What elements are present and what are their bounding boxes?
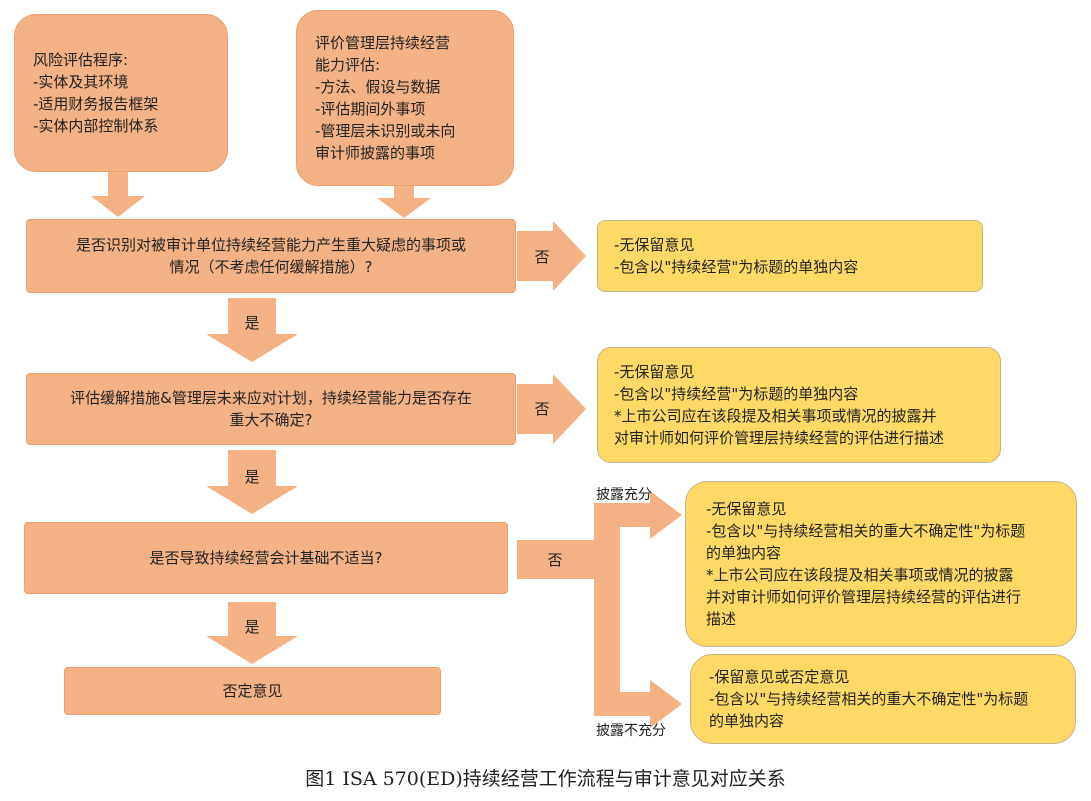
branch-arrow [517,491,682,728]
management-assessment-line: -评估期间外事项 [315,100,426,118]
result-3-line: 并对审计师如何评价管理层持续经营的评估进行 [706,588,1022,606]
no-arrow-1 [517,221,586,291]
result-3-line: 描述 [706,610,737,628]
yes-arrow-1 [206,298,298,362]
management-assessment-line: 审计师披露的事项 [315,144,436,162]
result-3-line: -包含以"与持续经营相关的重大不确定性"为标题 [706,522,1026,540]
management-assessment-line: -方法、假设与数据 [315,78,441,96]
question-2-no-label: 否 [534,400,550,418]
question-2-box: 评估缓解措施&管理层未来应对计划，持续经营能力是否存在 重大不确定? [26,373,516,445]
result-1-line: -包含以"持续经营"为标题的单独内容 [614,258,859,276]
result-1-line: -无保留意见 [614,236,695,254]
down-arrow-top-right [377,186,431,218]
result-3-line: 的单独内容 [706,544,782,562]
question-3-no-label: 否 [547,551,563,569]
result-3-line: -无保留意见 [706,500,787,518]
disclosure-inadequate-label: 披露不充分 [596,723,666,739]
question-1-box: 是否识别对被审计单位持续经营能力产生重大疑虑的事项或 情况（不考虑任何缓解措施）… [26,219,516,293]
question-1-line: 是否识别对被审计单位持续经营能力产生重大疑虑的事项或 [75,236,466,254]
question-1-no-label: 否 [534,248,550,266]
risk-assessment-item: -适用财务报告框架 [33,95,159,113]
risk-assessment-title: 风险评估程序: [33,51,129,69]
management-assessment-line: -管理层未识别或未向 [315,122,456,140]
down-arrow-top-left [91,172,145,217]
no-arrow-2 [517,374,586,444]
question-3-line: 是否导致持续经营会计基础不适当? [149,549,383,567]
result-2-box: -无保留意见 -包含以"持续经营"为标题的单独内容 *上市公司应在该段提及相关事… [597,347,1001,463]
question-1-line: 情况（不考虑任何缓解措施）? [169,258,373,276]
management-assessment-line: 评价管理层持续经营 [315,34,451,52]
result-3-box: -无保留意见 -包含以"与持续经营相关的重大不确定性"为标题 的单独内容 *上市… [685,481,1077,647]
question-3-yes-label: 是 [244,618,260,636]
result-4-line: -保留意见或否定意见 [709,668,850,686]
management-assessment-box: 评价管理层持续经营 能力评估: -方法、假设与数据 -评估期间外事项 -管理层未… [296,10,514,186]
result-4-line: -包含以"与持续经营相关的重大不确定性"为标题 [709,690,1029,708]
result-3-line: *上市公司应在该段提及相关事项或情况的披露 [706,566,1014,584]
result-2-line: -包含以"持续经营"为标题的单独内容 [614,385,859,403]
result-4-box: -保留意见或否定意见 -包含以"与持续经营相关的重大不确定性"为标题 的单独内容 [690,654,1076,744]
result-2-line: *上市公司应在该段提及相关事项或情况的披露并 [614,407,937,425]
management-assessment-line: 能力评估: [315,56,381,74]
adverse-opinion-box: 否定意见 [64,667,441,715]
risk-assessment-item: -实体及其环境 [33,73,129,91]
adverse-opinion-text: 否定意见 [222,682,283,700]
yes-arrow-2 [206,450,298,514]
result-1-box: -无保留意见 -包含以"持续经营"为标题的单独内容 [597,220,983,292]
question-2-yes-label: 是 [244,468,260,486]
disclosure-adequate-label: 披露充分 [596,487,652,503]
risk-assessment-box: 风险评估程序: -实体及其环境 -适用财务报告框架 -实体内部控制体系 [14,14,228,172]
question-2-line: 评估缓解措施&管理层未来应对计划，持续经营能力是否存在 [70,389,472,407]
risk-assessment-item: -实体内部控制体系 [33,117,159,135]
result-2-line: -无保留意见 [614,363,695,381]
result-2-line: 对审计师如何评价管理层持续经营的评估进行描述 [614,429,945,447]
question-1-yes-label: 是 [244,314,260,332]
question-2-line: 重大不确定? [229,411,313,429]
question-3-box: 是否导致持续经营会计基础不适当? [24,522,508,594]
yes-arrow-3 [206,602,298,664]
result-4-line: 的单独内容 [709,712,785,730]
figure-caption: 图1 ISA 570(ED)持续经营工作流程与审计意见对应关系 [305,768,786,790]
